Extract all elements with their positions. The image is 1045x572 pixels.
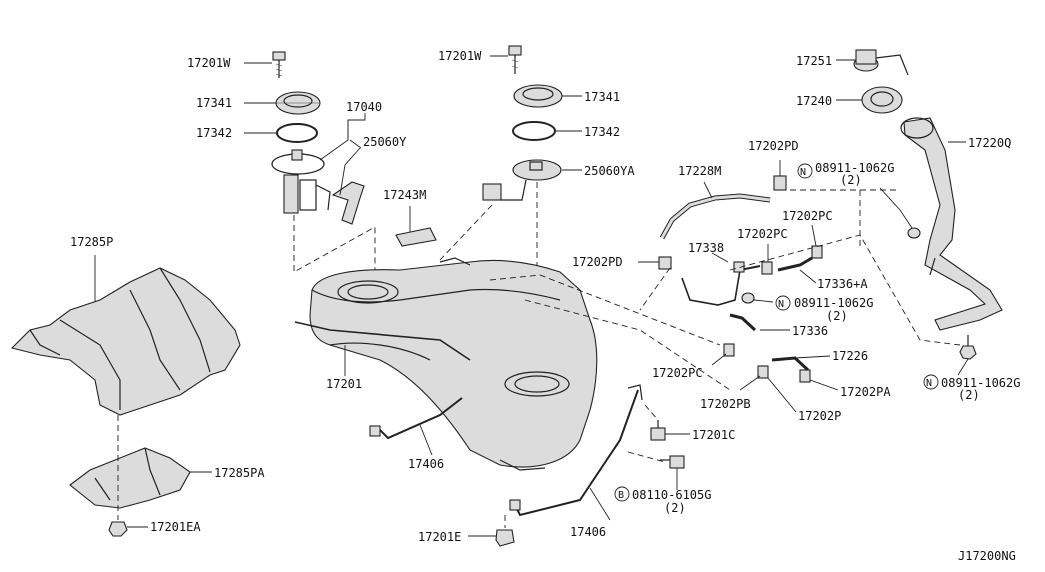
bolt-mark: B (618, 490, 624, 501)
bolt-right (957, 335, 977, 376)
callout-08110: 08110-6105G (632, 488, 711, 502)
callout-17201c: 17201C (692, 428, 735, 442)
callout-25060y: 25060Y (363, 135, 407, 149)
callout-08110-qty: (2) (664, 501, 686, 515)
o-ring-17342-left (276, 123, 318, 143)
clamp-17202pa (799, 369, 839, 391)
lock-ring-17341-center (513, 84, 563, 108)
nut-symbol-mid (775, 295, 791, 311)
band-17406-bottom (509, 384, 643, 521)
callout-17406-center: 17406 (408, 457, 444, 471)
callout-17226: 17226 (832, 349, 868, 363)
callout-17228m: 17228M (678, 164, 721, 178)
callout-25060ya: 25060YA (584, 164, 635, 178)
callout-17040: 17040 (346, 100, 382, 114)
filler-neck-17220q (900, 117, 1003, 331)
callout-17202pc-b: 17202PC (782, 209, 833, 223)
callout-17202pc-a: 17202PC (737, 227, 788, 241)
o-ring-17342-center (512, 121, 556, 141)
center-pump-assembly (439, 45, 582, 290)
gasket-17243m (395, 206, 437, 247)
nut-symbol-top (797, 163, 813, 179)
clamp-17202pc-c (711, 343, 735, 366)
callout-08911-right: 08911-1062G (941, 376, 1020, 390)
callout-17201e: 17201E (418, 530, 461, 544)
bolt-08110 (627, 451, 685, 490)
callout-17342-left: 17342 (196, 126, 232, 140)
callout-17202pb: 17202PB (700, 397, 751, 411)
hose-17336 (729, 313, 790, 332)
nut-17201e (468, 515, 515, 547)
callout-17341-center: 17341 (584, 90, 620, 104)
callout-17202pd-mid: 17202PD (572, 255, 623, 269)
nut-mark-mid: N (778, 299, 784, 310)
callout-17341-left: 17341 (196, 96, 232, 110)
bolt-17201w-left (272, 51, 286, 78)
callout-17285p: 17285P (70, 235, 113, 249)
callout-08911-mid-qty: (2) (826, 309, 848, 323)
bolt-symbol (614, 486, 630, 502)
nut-17201ea (108, 521, 148, 537)
bolt-17201w-center (508, 45, 522, 74)
grommet-top (879, 187, 921, 239)
filler-hose-17228m (659, 181, 771, 240)
leader-17202p (767, 377, 797, 413)
sender-unit-25060y (331, 181, 365, 225)
callout-17240: 17240 (796, 94, 832, 108)
heat-shield-17285p (10, 255, 241, 416)
callout-17202pc-c: 17202PC (652, 366, 703, 380)
left-pump-assembly (244, 51, 376, 290)
callout-17338: 17338 (688, 241, 724, 255)
hose-17336a (777, 224, 823, 284)
clamp-17202pd-mid (638, 256, 672, 270)
diagram-code: J17200NG (958, 549, 1016, 563)
clamp-17202pd-top (773, 160, 787, 191)
bolt-17201c (644, 404, 690, 441)
callout-17406-bottom: 17406 (570, 525, 606, 539)
callout-17202pd-top: 17202PD (748, 139, 799, 153)
filler-ring-17240 (836, 86, 903, 114)
callout-17243m: 17243M (383, 188, 426, 202)
filler-cap-17251 (836, 49, 909, 76)
callout-08911-top-qty: (2) (840, 173, 862, 187)
fuel-tank-17201 (294, 257, 598, 471)
clamp-17202pb (739, 365, 769, 391)
fuel-pump-17040 (271, 149, 331, 214)
band-17406-center (369, 397, 463, 456)
callout-17220q: 17220Q (968, 136, 1011, 150)
callout-08911-mid: 08911-1062G (794, 296, 873, 310)
callout-17336: 17336 (792, 324, 828, 338)
clamp-17202pc-a (761, 244, 773, 275)
callout-17202pa: 17202PA (840, 385, 891, 399)
heat-shield-17285pa (69, 415, 212, 520)
callout-08911-right-qty: (2) (958, 388, 980, 402)
callout-17336a: 17336+A (817, 277, 868, 291)
nut-mark-right: N (926, 378, 932, 389)
callout-17251: 17251 (796, 54, 832, 68)
nut-mark-top: N (800, 167, 806, 178)
callout-08911-top: 08911-1062G (815, 161, 894, 175)
callout-17285pa: 17285PA (214, 466, 265, 480)
callout-17201w-left: 17201W (187, 56, 231, 70)
nut-symbol-right (923, 374, 939, 390)
callout-17201ea: 17201EA (150, 520, 201, 534)
vent-line-17338 (681, 252, 761, 306)
callout-17201w-center: 17201W (438, 49, 482, 63)
lock-ring-17341-left (275, 91, 321, 115)
callout-17202p: 17202P (798, 409, 841, 423)
sender-unit-25060ya (482, 159, 562, 201)
hose-17226 (771, 355, 831, 372)
callout-17342-center: 17342 (584, 125, 620, 139)
callout-17201: 17201 (326, 377, 362, 391)
grommet-mid (741, 292, 774, 304)
